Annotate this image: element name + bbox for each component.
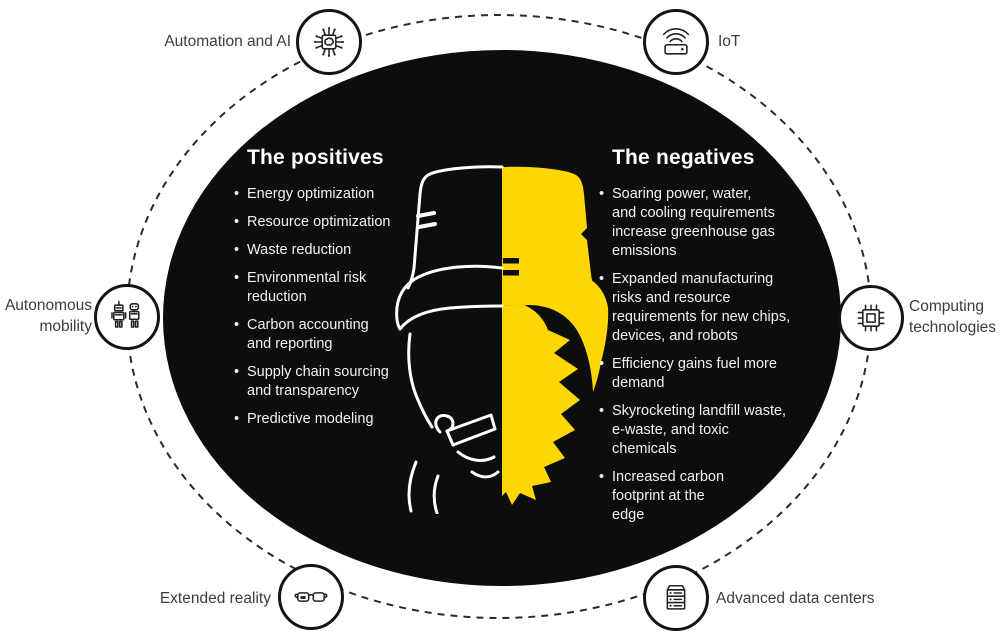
- positive-item: Carbon accounting and reporting: [234, 316, 396, 354]
- cpu-chip-icon: [857, 304, 885, 332]
- extended-reality-node: [278, 564, 344, 630]
- server-rack-icon: [666, 584, 686, 610]
- positive-item: Supply chain sourcing and transparency: [234, 363, 396, 401]
- extended-reality-label: Extended reality: [159, 590, 271, 607]
- iot-router-wifi-icon: [662, 28, 690, 55]
- positives-section: The positives Energy optimization Resour…: [234, 146, 396, 438]
- negatives-title: The negatives: [612, 146, 755, 169]
- positive-item: Energy optimization: [234, 185, 396, 204]
- face-outline-half: [395, 165, 504, 514]
- iot-label: IoT: [718, 33, 741, 50]
- ai-chip-brain-icon: [314, 27, 344, 57]
- positives-title: The positives: [247, 146, 384, 169]
- negative-item: Soaring power, water, and cooling requir…: [599, 185, 801, 261]
- robots-icon: [111, 300, 140, 328]
- smart-glasses-icon: [294, 592, 328, 602]
- face-yellow-half: [502, 166, 609, 505]
- split-face-illustration: [395, 165, 609, 514]
- autonomous-mobility-node: [94, 284, 160, 350]
- autonomous-mobility-label: Autonomous mobility: [4, 297, 92, 335]
- computing-technologies-label: Computing technologies: [909, 298, 997, 336]
- positive-item: Environmental risk reduction: [234, 269, 396, 307]
- advanced-data-centers-node: [643, 565, 709, 631]
- automation-ai-label: Automation and AI: [164, 33, 291, 50]
- positive-item: Resource optimization: [234, 213, 396, 232]
- iot-node: [643, 9, 709, 75]
- computing-technologies-node: [838, 285, 904, 351]
- advanced-data-centers-label: Advanced data centers: [716, 590, 875, 607]
- negative-item: Skyrocketing landfill waste, e-waste, an…: [599, 402, 801, 459]
- negative-item: Expanded manufacturing risks and resourc…: [599, 270, 801, 346]
- negatives-list: Soaring power, water, and cooling requir…: [599, 185, 801, 525]
- positive-item: Predictive modeling: [234, 410, 396, 429]
- negative-item: Efficiency gains fuel more demand: [599, 355, 801, 393]
- negative-item: Increased carbon footprint at the edge: [599, 468, 801, 525]
- positive-item: Waste reduction: [234, 241, 396, 260]
- positives-list: Energy optimization Resource optimizatio…: [234, 185, 396, 429]
- negatives-section: The negatives Soaring power, water, and …: [599, 146, 801, 534]
- automation-ai-node: [296, 9, 362, 75]
